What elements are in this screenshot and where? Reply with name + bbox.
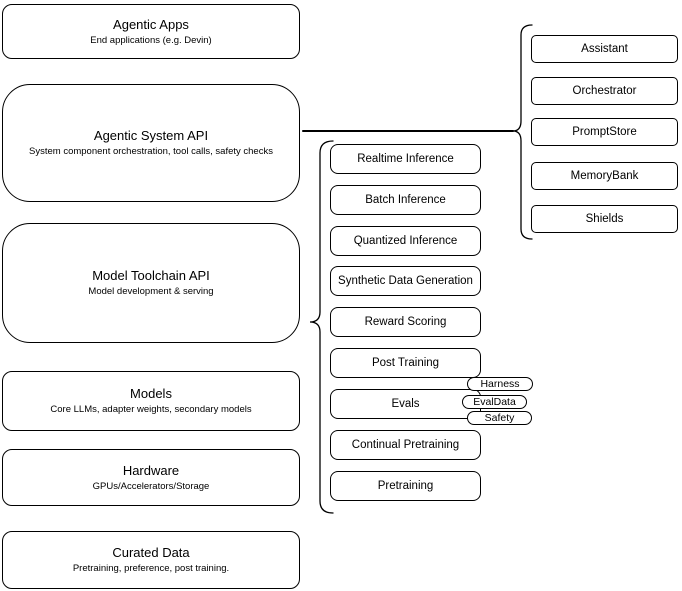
- node-label: Assistant: [581, 43, 628, 55]
- node-title: Models: [130, 386, 172, 401]
- components-bracket: [512, 24, 533, 240]
- node-promptstore: PromptStore: [531, 118, 678, 146]
- node-title: Curated Data: [112, 545, 190, 560]
- node-label: PromptStore: [572, 126, 637, 138]
- tag-label: EvalData: [473, 396, 516, 408]
- node-label: Batch Inference: [365, 194, 446, 206]
- tag-safety: Safety: [467, 411, 532, 425]
- node-evals: Evals: [330, 389, 481, 419]
- node-label: Continual Pretraining: [351, 439, 460, 451]
- node-memorybank: MemoryBank: [531, 162, 678, 190]
- node-subtitle: GPUs/Accelerators/Storage: [92, 480, 210, 492]
- node-subtitle: End applications (e.g. Devin): [90, 34, 212, 46]
- node-subtitle: Model development & serving: [88, 286, 214, 297]
- node-label: Orchestrator: [572, 85, 637, 97]
- node-label: Realtime Inference: [357, 153, 454, 165]
- node-synthetic-data-generation: Synthetic Data Generation: [330, 266, 481, 296]
- node-agentic-system-api: Agentic System API System component orch…: [2, 84, 300, 202]
- tag-label: Harness: [480, 378, 520, 390]
- node-label: Synthetic Data Generation: [338, 275, 473, 287]
- node-hardware: Hardware GPUs/Accelerators/Storage: [2, 449, 300, 506]
- node-title: Hardware: [122, 462, 180, 478]
- node-title: Agentic Apps: [113, 16, 189, 32]
- node-agentic-apps: Agentic Apps End applications (e.g. Devi…: [2, 4, 300, 59]
- node-label: Quantized Inference: [353, 235, 458, 247]
- node-model-toolchain-api: Model Toolchain API Model development & …: [2, 223, 300, 343]
- node-reward-scoring: Reward Scoring: [330, 307, 481, 337]
- tag-harness: Harness: [467, 377, 533, 391]
- node-label: Shields: [585, 213, 624, 225]
- node-title: Agentic System API: [93, 128, 209, 143]
- node-post-training: Post Training: [330, 348, 481, 378]
- node-label: MemoryBank: [570, 170, 639, 182]
- node-label: Post Training: [371, 357, 440, 369]
- node-pretraining: Pretraining: [330, 471, 481, 501]
- node-subtitle: System component orchestration, tool cal…: [29, 146, 273, 157]
- node-subtitle: Pretraining, preference, post training.: [72, 563, 230, 574]
- tag-label: Safety: [484, 412, 515, 424]
- node-assistant: Assistant: [531, 35, 678, 63]
- node-realtime-inference: Realtime Inference: [330, 144, 481, 174]
- node-quantized-inference: Quantized Inference: [330, 226, 481, 256]
- node-models: Models Core LLMs, adapter weights, secon…: [2, 371, 300, 431]
- node-subtitle: Core LLMs, adapter weights, secondary mo…: [50, 404, 252, 415]
- node-orchestrator: Orchestrator: [531, 77, 678, 105]
- node-label: Reward Scoring: [364, 316, 447, 328]
- node-title: Model Toolchain API: [92, 268, 210, 283]
- toolchain-bracket: [309, 140, 334, 514]
- node-label: Pretraining: [377, 480, 434, 492]
- node-shields: Shields: [531, 205, 678, 233]
- tag-evaldata: EvalData: [462, 395, 527, 409]
- node-batch-inference: Batch Inference: [330, 185, 481, 215]
- node-label: Evals: [391, 398, 420, 410]
- node-continual-pretraining: Continual Pretraining: [330, 430, 481, 460]
- node-curated-data: Curated Data Pretraining, preference, po…: [2, 531, 300, 589]
